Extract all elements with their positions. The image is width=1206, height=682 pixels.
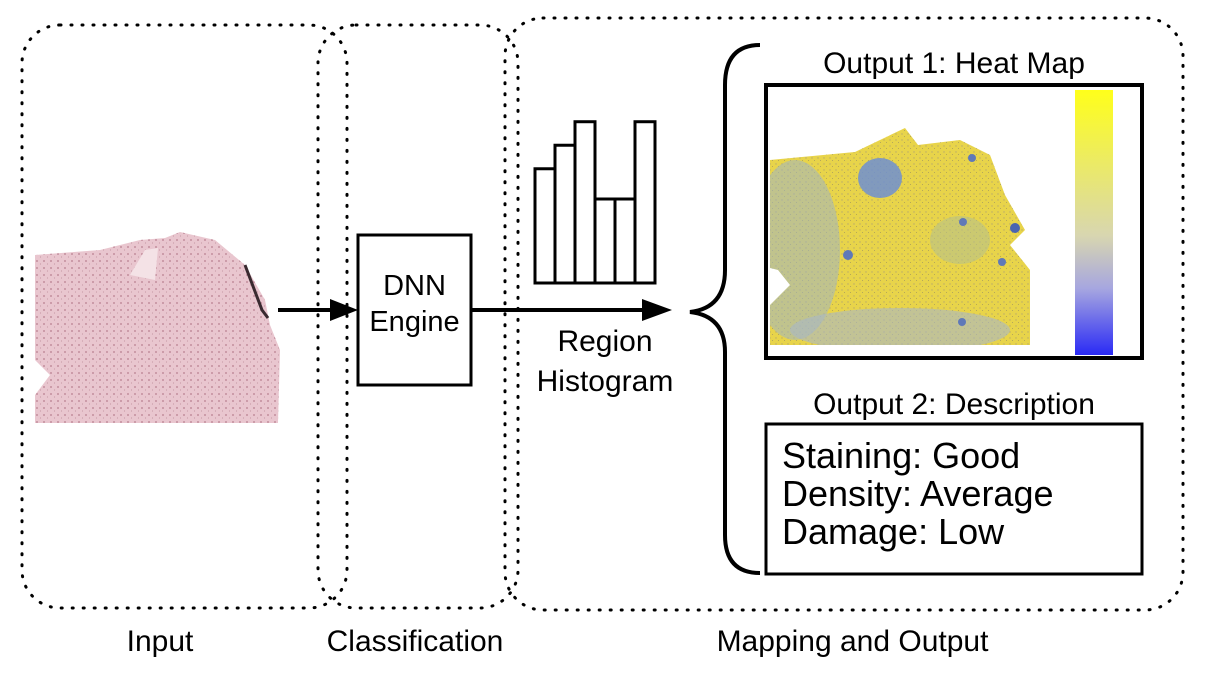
description-title: Output 2: Description	[813, 388, 1095, 421]
histogram-label: Region Histogram	[520, 322, 690, 402]
histogram-bar	[533, 167, 557, 285]
histogram-label-line2: Histogram	[536, 365, 674, 398]
heatmap-title: Output 1: Heat Map	[823, 47, 1085, 80]
dnn-engine-label: DNN Engine	[358, 268, 471, 340]
region-histogram	[533, 120, 657, 285]
histogram-bar	[613, 197, 637, 285]
classification-stage-border	[316, 23, 520, 610]
description-box	[764, 422, 1144, 576]
description-line-staining: Staining: Good	[782, 435, 1021, 476]
histogram-bar	[633, 120, 657, 285]
arrow-engine-to-output	[471, 299, 672, 321]
input-stage-label: Input	[126, 625, 194, 658]
input-tissue-image	[35, 232, 280, 423]
heatmap-colorbar	[1075, 90, 1113, 355]
mapping-stage-label: Mapping and Output	[716, 625, 989, 658]
description-line-density: Density: Average	[782, 473, 1054, 514]
histogram-bar	[553, 143, 577, 285]
dnn-engine-line1: DNN	[383, 270, 446, 302]
arrow-input-to-engine	[278, 299, 358, 321]
dnn-engine-box	[356, 233, 473, 387]
output-brace	[689, 43, 761, 575]
description-text: Staining: Good Density: Average Damage: …	[782, 437, 1054, 551]
dnn-engine-line2: Engine	[369, 306, 460, 338]
mapping-stage-border	[503, 16, 1185, 612]
histogram-label-line1: Region	[557, 325, 653, 358]
classification-stage-label: Classification	[326, 625, 504, 658]
histogram-bar	[573, 120, 597, 285]
heatmap-image	[770, 128, 1030, 345]
description-line-damage: Damage: Low	[782, 511, 1005, 552]
input-stage-border	[20, 23, 349, 610]
histogram-bar	[593, 197, 617, 285]
